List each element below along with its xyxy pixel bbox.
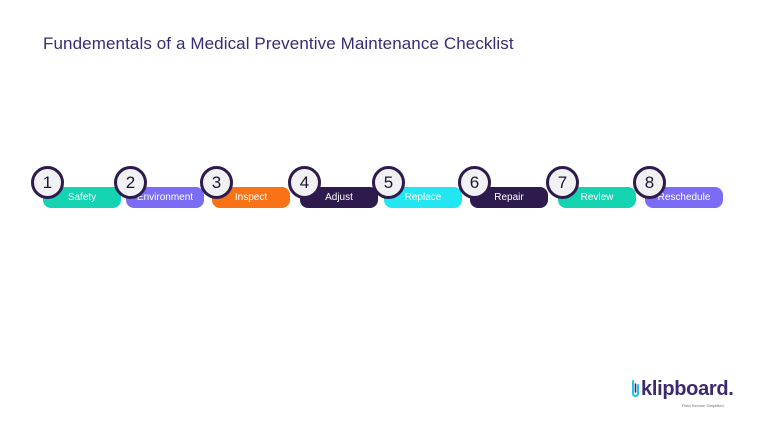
step-pill: Inspect bbox=[212, 187, 290, 208]
step-pill: Adjust bbox=[300, 187, 378, 208]
step-pill: Repair bbox=[470, 187, 548, 208]
step-label: Inspect bbox=[234, 192, 268, 203]
step-pill: Replace bbox=[384, 187, 462, 208]
step-6: Repair 6 bbox=[458, 166, 554, 210]
step-number: 2 bbox=[125, 172, 136, 192]
step-number: 3 bbox=[211, 172, 222, 192]
step-label: Safety bbox=[67, 192, 97, 203]
step-number-badge: 1 bbox=[31, 166, 64, 199]
step-2: Environment 2 bbox=[114, 166, 210, 210]
step-number-badge: 3 bbox=[200, 166, 233, 199]
step-number-badge: 4 bbox=[288, 166, 321, 199]
step-label: Reschedule bbox=[657, 192, 711, 203]
step-3: Inspect 3 bbox=[200, 166, 296, 210]
step-label: Environment bbox=[136, 192, 194, 203]
klipboard-logo: klipboard. Field Service Simplified bbox=[630, 378, 734, 410]
clip-icon bbox=[632, 380, 639, 398]
step-pill: Environment bbox=[126, 187, 204, 208]
step-8: Reschedule 8 bbox=[633, 166, 729, 210]
step-number: 1 bbox=[42, 172, 53, 192]
step-label: Adjust bbox=[325, 192, 353, 203]
step-7: Review 7 bbox=[546, 166, 642, 210]
step-number-badge: 2 bbox=[114, 166, 147, 199]
logo-wordmark: klipboard. bbox=[641, 378, 734, 400]
step-number-badge: 8 bbox=[633, 166, 666, 199]
step-number: 4 bbox=[299, 172, 310, 192]
step-label: Replace bbox=[404, 192, 442, 203]
step-number-badge: 5 bbox=[372, 166, 405, 199]
step-label: Review bbox=[580, 192, 614, 203]
step-label: Repair bbox=[494, 192, 524, 203]
step-number-badge: 6 bbox=[458, 166, 491, 199]
step-pill: Review bbox=[558, 187, 636, 208]
step-number: 5 bbox=[383, 172, 394, 192]
step-1: Safety 1 bbox=[31, 166, 127, 210]
step-5: Replace 5 bbox=[372, 166, 468, 210]
step-number: 7 bbox=[557, 172, 568, 192]
step-pill: Safety bbox=[43, 187, 121, 208]
step-pill: Reschedule bbox=[645, 187, 723, 208]
step-number: 6 bbox=[469, 172, 480, 192]
step-4: Adjust 4 bbox=[288, 166, 384, 210]
step-number-badge: 7 bbox=[546, 166, 579, 199]
logo-tagline: Field Service Simplified bbox=[682, 403, 724, 408]
step-number: 8 bbox=[644, 172, 655, 192]
slide-title: Fundementals of a Medical Preventive Mai… bbox=[43, 34, 514, 53]
